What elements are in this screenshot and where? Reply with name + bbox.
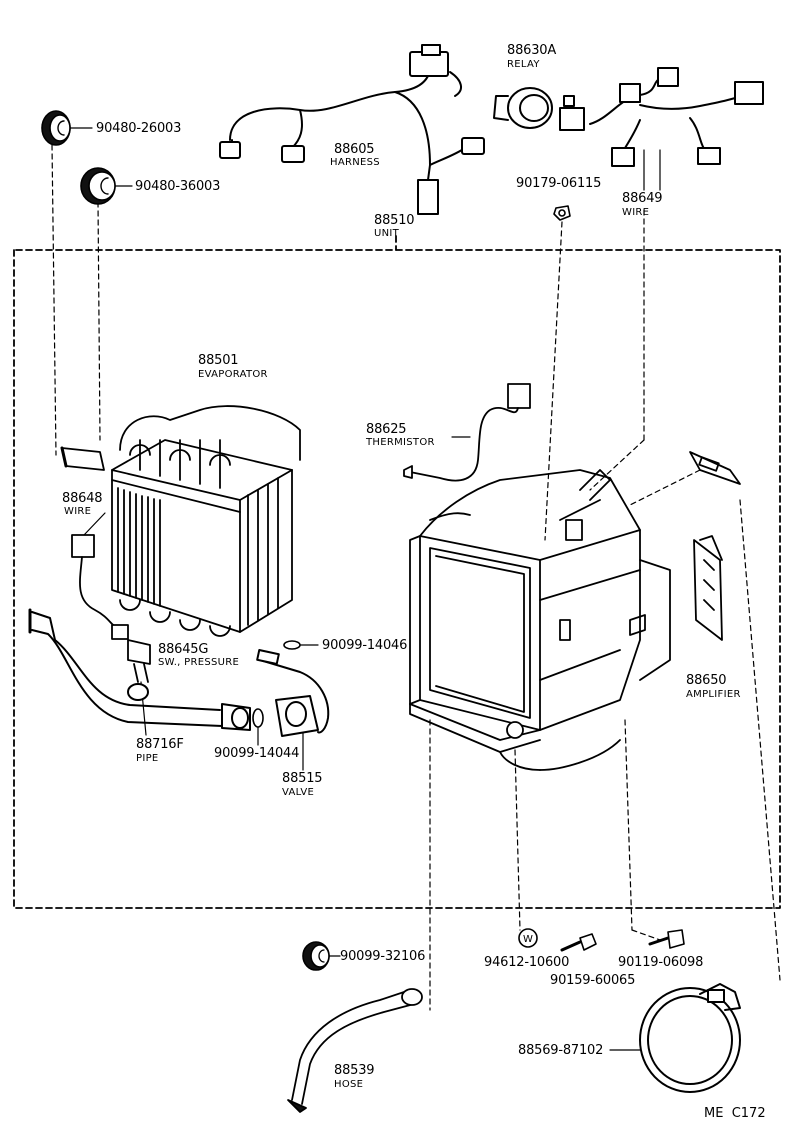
part-number-label: 88515: [282, 771, 323, 786]
part-number-label: 88716F: [136, 737, 184, 752]
part-name-label: THERMISTOR: [366, 437, 435, 448]
part-name-label: VALVE: [282, 787, 315, 798]
part-number-label: 90480-26003: [96, 121, 182, 136]
pressure-switch-icon: [71, 534, 151, 683]
part-number-label: 88625: [366, 422, 407, 437]
grommet-large-icon: [80, 167, 116, 205]
part-name-label: RELAY: [507, 59, 540, 70]
part-number-label: 88569-87102: [518, 1043, 604, 1058]
grommet-hose-icon: [302, 941, 330, 971]
part-number-label: 94612-10600: [484, 955, 570, 970]
nut-icon: [553, 205, 571, 221]
unit-boundary: [13, 235, 781, 909]
part-number-label: 90099-14044: [214, 746, 300, 761]
grommet-small-icon: [41, 110, 71, 146]
part-number-label: 88630A: [507, 43, 557, 58]
part-number-label: 88501: [198, 353, 239, 368]
part-number-label: 88649: [622, 191, 663, 206]
pipe-icon: [28, 608, 251, 731]
wire-harness-icon: [589, 67, 764, 167]
part-name-label: UNIT: [374, 228, 400, 239]
cooling-unit-housing-icon: [409, 469, 671, 771]
part-number-label: 88605: [334, 142, 375, 157]
amplifier-icon: [689, 451, 741, 641]
diagram-code: ME C172: [704, 1106, 766, 1121]
part-name-label: HARNESS: [330, 157, 380, 168]
evaporator-icon: [60, 405, 301, 637]
expansion-valve-icon: [256, 649, 330, 737]
harness-icon: [219, 44, 485, 215]
part-name-label: WIRE: [64, 506, 92, 517]
part-number-label: 88648: [62, 491, 103, 506]
o-ring-icon: [283, 640, 301, 650]
part-name-label: AMPLIFIER: [686, 689, 741, 700]
part-number-label: 88650: [686, 673, 727, 688]
part-number-label: 90179-06115: [516, 176, 602, 191]
part-number-label: 88645G: [158, 642, 209, 657]
part-number-label: 90099-32106: [340, 949, 426, 964]
svg-text:W: W: [523, 934, 533, 945]
screw-icon: [560, 933, 597, 952]
part-number-label: 90159-60065: [550, 973, 636, 988]
leader-lines: [51, 144, 781, 1011]
part-name-label: HOSE: [334, 1079, 364, 1090]
part-name-label: SW., PRESSURE: [158, 657, 240, 668]
bolt-icon: [648, 929, 685, 949]
hose-band-icon: [639, 983, 741, 1093]
part-number-label: 90119-06098: [618, 955, 704, 970]
washer-icon: W: [518, 928, 538, 948]
part-name-label: PIPE: [136, 753, 159, 764]
part-number-label: 90480-36003: [135, 179, 221, 194]
part-name-label: EVAPORATOR: [198, 369, 268, 380]
thermistor-icon: [403, 383, 531, 482]
relay-icon: [493, 87, 585, 131]
part-number-label: 90099-14046: [322, 638, 408, 653]
hose-icon: [287, 988, 423, 1113]
part-number-label: 88539: [334, 1063, 375, 1078]
o-ring-small-icon: [252, 708, 264, 728]
part-number-label: 88510: [374, 213, 415, 228]
part-name-label: WIRE: [622, 207, 650, 218]
